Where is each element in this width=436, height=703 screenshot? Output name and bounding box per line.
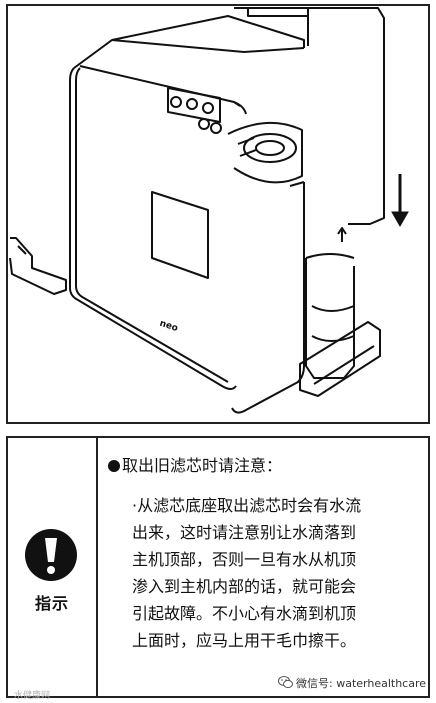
notice-title: 取出旧滤芯时请注意： — [108, 452, 282, 476]
notice-label: 指示 — [34, 594, 69, 613]
notice-icon-column: 指示 — [8, 438, 96, 696]
down-arrow-icon — [391, 174, 409, 228]
watermark-left: 水健康网 — [14, 691, 51, 701]
notice-box: 指示 取出旧滤芯时请注意： ·从滤芯底座取出滤芯时会有水流 出来，这时请注意别让… — [6, 436, 430, 698]
panel-logo: neo — [158, 319, 179, 334]
notice-line: 上面时，应马上用干毛巾擦干。 — [132, 631, 357, 650]
notice-line: 主机顶部，否则一旦有水从机顶 — [132, 550, 357, 569]
notice-body: ·从滤芯底座取出滤芯时会有水流 出来，这时请注意别让水滴落到 主机顶部，否则一旦… — [132, 492, 428, 654]
watermark-right: 微信号: waterhealthcare — [296, 677, 427, 690]
notice-title-text: 取出旧滤芯时请注意： — [122, 456, 283, 475]
notice-line: 出来，这时请注意别让水滴落到 — [132, 523, 357, 542]
notice-line: ·从滤芯底座取出滤芯时会有水流 — [132, 496, 362, 515]
illustration-panel: neo — [6, 4, 430, 424]
exclamation-circle-icon — [25, 529, 77, 581]
wechat-icon — [278, 676, 293, 689]
bullet-icon — [108, 460, 120, 472]
notice-line: 引起故障。不小心有水滴到机顶 — [132, 604, 357, 623]
water-dispenser-illustration: neo — [9, 7, 409, 414]
notice-divider — [96, 438, 98, 696]
notice-line: 渗入到主机内部的话，就可能会 — [132, 577, 357, 596]
